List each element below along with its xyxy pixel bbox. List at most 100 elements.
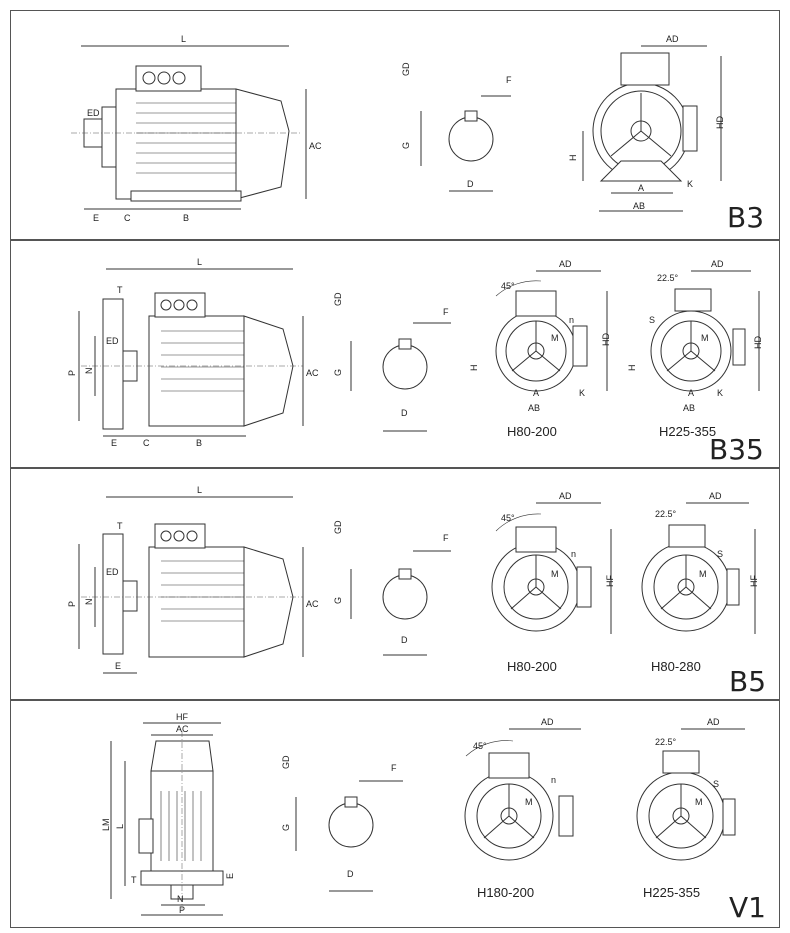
panel-b35-drawing: L T P N ED AC E C B GD G F D [67, 257, 764, 466]
dim-M: M [699, 569, 707, 579]
dim-AD: AD [707, 717, 720, 727]
dim-L: L [197, 485, 202, 495]
dim-G: G [333, 597, 343, 604]
dim-n: n [571, 549, 576, 559]
dim-F: F [391, 763, 397, 773]
dim-M: M [701, 333, 709, 343]
b35-side-view: L T P N ED AC E C B [67, 257, 319, 448]
dim-C: C [143, 438, 150, 448]
dim-H: H [469, 365, 479, 372]
dim-E: E [225, 873, 235, 879]
dim-E: E [115, 661, 121, 671]
dim-H: H [568, 155, 578, 162]
b35-end-view-1: 45° AD HD H A AB K M n H80-200 [469, 259, 611, 439]
dim-HD: HD [601, 333, 611, 346]
mounting-type-label: B5 [729, 665, 766, 698]
dim-ED: ED [106, 567, 119, 577]
dim-M: M [551, 569, 559, 579]
b5-side-view: L T P N ED AC E [67, 485, 319, 674]
dim-n: n [569, 315, 574, 325]
dim-LM: LM [101, 818, 111, 831]
dim-M: M [551, 333, 559, 343]
angle-label: 45° [501, 513, 515, 523]
dim-K: K [717, 388, 723, 398]
dim-E: E [111, 438, 117, 448]
frame-range-caption: H225-355 [643, 885, 700, 900]
dim-L: L [197, 257, 202, 267]
dim-E: E [93, 213, 99, 223]
dim-S: S [713, 779, 719, 789]
panel-v1-drawing: HF AC LM L T E N P GD G F D [101, 712, 766, 924]
b3-side-view: L AC ED E C B [71, 34, 322, 223]
dim-AC: AC [306, 599, 319, 609]
dim-GD: GD [333, 292, 343, 306]
dim-M: M [525, 797, 533, 807]
dim-D: D [401, 408, 408, 418]
dim-N: N [84, 368, 94, 375]
dim-T: T [131, 875, 137, 885]
panel-v1: HF AC LM L T E N P GD G F D [10, 700, 780, 928]
dim-S: S [717, 549, 723, 559]
dim-N: N [177, 894, 184, 904]
dim-HF: HF [605, 575, 615, 587]
dim-AC: AC [306, 368, 319, 378]
dim-F: F [443, 307, 449, 317]
dim-B: B [183, 213, 189, 223]
dim-AD: AD [559, 259, 572, 269]
v1-shaft-section: GD G F D [281, 755, 403, 892]
dim-AD: AD [559, 491, 572, 501]
b3-shaft-section: GD G F D [401, 62, 512, 192]
dim-AD: AD [711, 259, 724, 269]
dim-G: G [401, 142, 411, 149]
dim-GD: GD [281, 755, 291, 769]
dim-C: C [124, 213, 131, 223]
dim-T: T [117, 521, 123, 531]
angle-label: 45° [501, 281, 515, 291]
dim-GD: GD [333, 520, 343, 534]
angle-label: 22.5° [655, 737, 677, 747]
dim-AB: AB [528, 403, 540, 413]
dim-n: n [551, 775, 556, 785]
dim-G: G [333, 369, 343, 376]
dim-A: A [638, 183, 644, 193]
dim-HD: HD [753, 336, 763, 349]
b5-shaft-section: GD G F D [333, 520, 451, 656]
dim-HF: HF [749, 575, 759, 587]
angle-label: 22.5° [655, 509, 677, 519]
dim-AB: AB [683, 403, 695, 413]
dim-B: B [196, 438, 202, 448]
dim-P: P [179, 905, 185, 915]
angle-label: 45° [473, 741, 487, 751]
dim-AD: AD [709, 491, 722, 501]
dim-AB: AB [633, 201, 645, 211]
dim-D: D [347, 869, 354, 879]
dim-A: A [688, 388, 694, 398]
dim-P: P [67, 370, 77, 376]
dim-A: A [533, 388, 539, 398]
dim-L: L [181, 34, 186, 44]
panel-b35: L T P N ED AC E C B GD G F D [10, 240, 780, 468]
dim-ED: ED [106, 336, 119, 346]
dim-HD: HD [715, 116, 725, 129]
mounting-type-label: V1 [729, 891, 766, 924]
dim-GD: GD [401, 62, 411, 76]
dim-M: M [695, 797, 703, 807]
mounting-type-label: B35 [709, 433, 764, 466]
dim-G: G [281, 824, 291, 831]
b35-shaft-section: GD G F D [333, 292, 451, 432]
dim-HF: HF [176, 712, 188, 722]
dim-K: K [579, 388, 585, 398]
dim-L: L [115, 824, 125, 829]
dim-AD: AD [541, 717, 554, 727]
panel-b5-drawing: L T P N ED AC E GD G F D [67, 485, 766, 698]
dim-AC: AC [176, 724, 189, 734]
b3-end-view: AD HD H A AB K [568, 34, 725, 212]
panel-b5: L T P N ED AC E GD G F D [10, 468, 780, 700]
frame-range-caption: H225-355 [659, 424, 716, 439]
dim-H: H [627, 365, 637, 372]
frame-range-caption: H80-280 [651, 659, 701, 674]
dim-F: F [443, 533, 449, 543]
b35-end-view-2: 22.5° AD HD H A AB K S M H225-355 [627, 259, 763, 439]
mounting-type-label: B3 [727, 201, 764, 234]
